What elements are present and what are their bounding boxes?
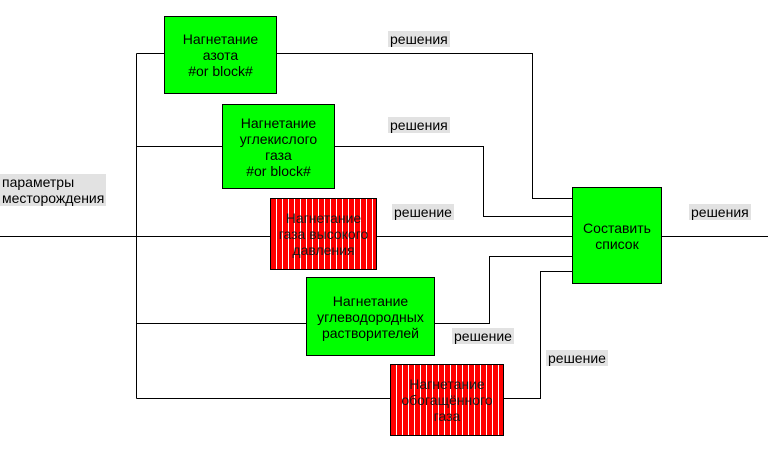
block-enriched-gas-label: Нагнетание обогащённого газа xyxy=(401,376,493,424)
wire-co2-out xyxy=(335,146,572,217)
edge-label-hydrocarbon: решение xyxy=(452,328,514,344)
block-hydrocarbon-label: Нагнетание углеводородных растворителей xyxy=(317,292,424,341)
block-compile-list[interactable]: Составить список xyxy=(572,187,662,284)
edge-label-co2: решения xyxy=(388,117,450,133)
wire-nitrogen-out xyxy=(277,53,572,199)
block-hp-gas-injection[interactable]: Нагнетание газа высокого давления xyxy=(270,198,377,270)
block-hp-gas-label: Нагнетание газа высокого давления xyxy=(278,210,369,258)
edge-label-enriched: решение xyxy=(546,350,608,366)
input-label: параметры месторождения xyxy=(0,174,107,206)
edge-label-hp-gas: решение xyxy=(392,204,454,220)
output-label: решения xyxy=(689,204,751,220)
block-nitrogen-injection[interactable]: Нагнетание азота #or block# xyxy=(164,16,277,94)
edge-label-nitrogen: решения xyxy=(388,31,450,47)
wire-hydrocarbon-out xyxy=(435,256,572,324)
block-compile-label: Составить список xyxy=(583,219,651,252)
block-co2-label: Нагнетание углекислого газа #or block# xyxy=(239,114,318,179)
block-enriched-gas-injection[interactable]: Нагнетание обогащённого газа xyxy=(390,364,504,436)
block-co2-injection[interactable]: Нагнетание углекислого газа #or block# xyxy=(222,104,335,189)
wire-enriched-out xyxy=(504,271,572,399)
block-hydrocarbon-injection[interactable]: Нагнетание углеводородных растворителей xyxy=(306,277,435,356)
block-nitrogen-label: Нагнетание азота #or block# xyxy=(182,31,259,79)
